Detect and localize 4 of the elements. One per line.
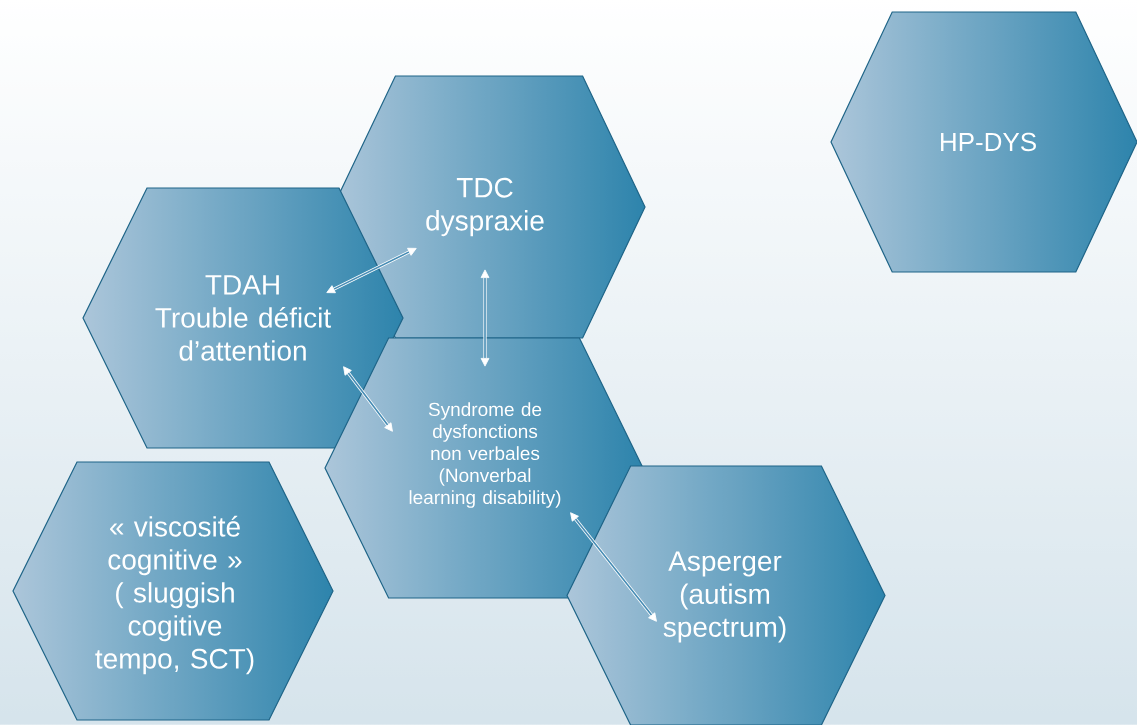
double-arrow <box>480 269 490 367</box>
double-arrow <box>570 512 657 622</box>
double-arrow <box>343 366 393 432</box>
double-arrow <box>326 247 417 294</box>
